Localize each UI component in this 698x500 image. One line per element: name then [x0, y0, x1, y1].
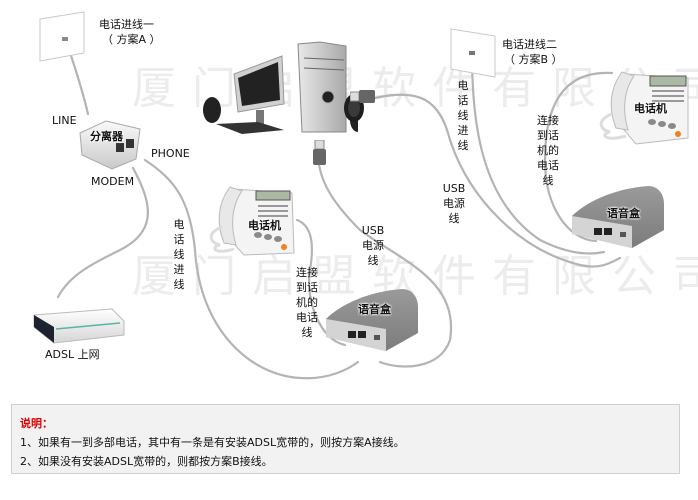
- cable-label-phone-line-in-b: 电话线进线: [457, 79, 469, 152]
- splitter-port-phone: PHONE: [151, 147, 190, 160]
- wiring-diagram: 厦门启盟软件有限公司 厦门启盟软件有限公司 电话进线一 （ 方案A ） 电话进线…: [33, 11, 698, 380]
- cable-wallb-phone-line-in: [470, 52, 606, 255]
- wall-plate-b-scheme: （ 方案B ）: [504, 53, 563, 66]
- cable-phoneb-to-voiceboxb: [543, 71, 614, 243]
- wall-plate-a-label: 电话进线一: [99, 18, 154, 31]
- notes-panel: 说明： 1、如果有一到多部电话，其中有一条是有安装ADSL宽带的，则按方案A接线…: [11, 404, 680, 474]
- cable-label-phone-connect-b: 连接 到话 机的 电话 线: [537, 114, 559, 187]
- splitter-port-line: LINE: [52, 114, 77, 127]
- splitter-port-modem: MODEM: [91, 175, 135, 188]
- wall-plate-a-scheme: （ 方案A ）: [102, 33, 161, 46]
- cable-label-usb-power-b: USB 电源 线: [442, 182, 466, 225]
- wall-plate-b-label: 电话进线二: [502, 38, 557, 51]
- cable-label-phone-line-in-a: 电话线进线: [173, 218, 185, 291]
- splitter-label: 分离器: [90, 130, 123, 143]
- phone-b-icon: [599, 71, 689, 145]
- phone-a-icon: [209, 186, 295, 256]
- voicebox-b-label: 语音盒: [607, 207, 640, 220]
- wall-plate-b-icon: [450, 28, 496, 78]
- notes-item-2: 2、如果没有安装ADSL宽带的，则都按方案B接线。: [20, 455, 273, 468]
- usb-plug-icon: [313, 140, 326, 165]
- cable-usb-b: [373, 93, 622, 268]
- adsl-modem-label: ADSL 上网: [45, 348, 100, 361]
- splitter-icon: [79, 120, 141, 170]
- cable-label-phone-connect-a: 连接 到话 机的 电话 线: [296, 266, 318, 339]
- cable-label-usb-power-a: USB 电源 线: [361, 224, 385, 267]
- phone-b-label: 电话机: [634, 102, 667, 115]
- computer-icon: [203, 41, 358, 134]
- adsl-modem-icon: [33, 308, 125, 344]
- notes-item-1: 1、如果有一到多部电话，其中有一条是有安装ADSL宽带的，则按方案A接线。: [20, 436, 405, 449]
- notes-title: 说明：: [20, 417, 53, 430]
- voicebox-a-icon: [326, 289, 418, 351]
- phone-a-label: 电话机: [248, 219, 281, 232]
- usb-plug-icon: [350, 90, 375, 103]
- voicebox-b-icon: [572, 186, 664, 248]
- cable-splitter-modem: [56, 166, 149, 299]
- cable-splitter-phone-line-in: [143, 158, 360, 380]
- voicebox-a-label: 语音盒: [358, 303, 391, 316]
- cables-layer: [56, 38, 622, 380]
- wall-plate-a-icon: [39, 11, 85, 62]
- cable-usb-a: [316, 155, 453, 368]
